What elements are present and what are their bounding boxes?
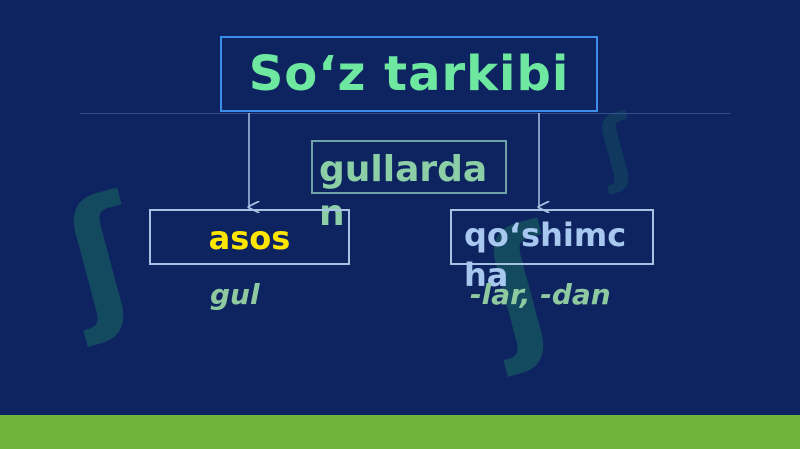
title-box: So‘z tarkibi <box>220 36 598 112</box>
divider-line <box>80 113 730 114</box>
qoshimcha-example: -lar, -dan <box>470 278 611 311</box>
asos-example: gul <box>210 278 260 311</box>
asos-label: asos <box>208 219 291 257</box>
bottom-bar <box>0 415 800 449</box>
qoshimcha-box: qo‘shimcha <box>450 209 654 294</box>
slide-title: So‘z tarkibi <box>248 46 570 102</box>
word-box: gullardan <box>311 140 507 234</box>
example-word: gullardan <box>319 149 488 234</box>
qoshimcha-label: qo‘shimcha <box>464 216 627 294</box>
asos-box: asos <box>149 209 350 265</box>
